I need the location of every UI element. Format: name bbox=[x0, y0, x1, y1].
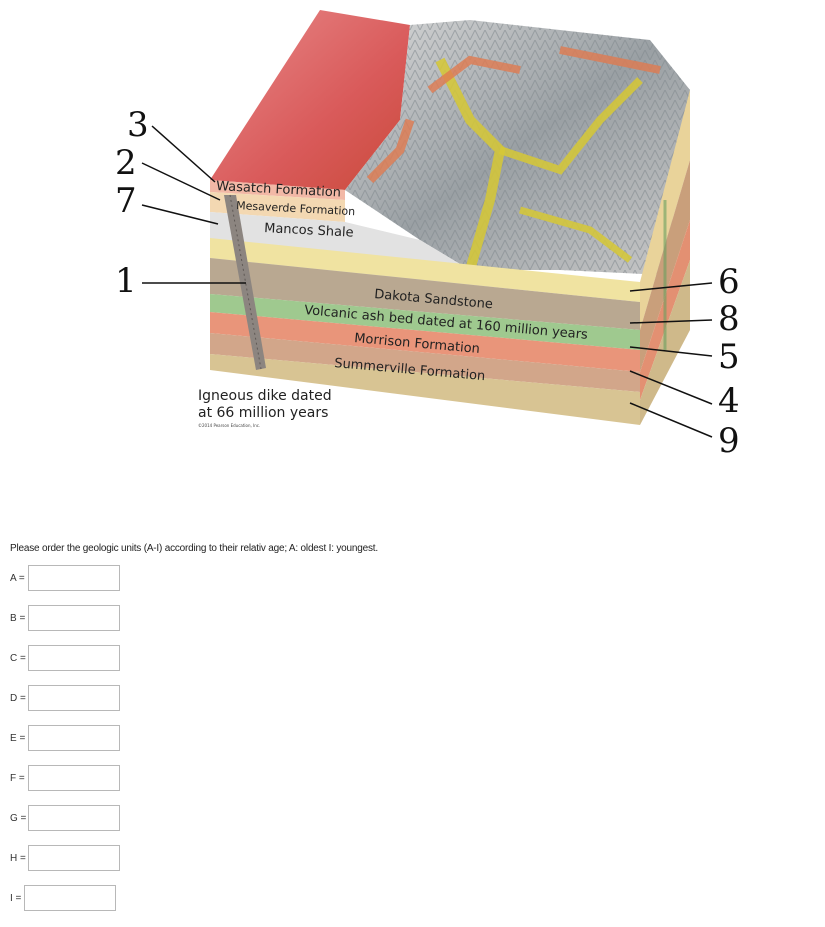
callout-2: 2 bbox=[115, 143, 137, 183]
question-prompt: Please order the geologic units (A-I) ac… bbox=[10, 543, 378, 554]
answer-label-c: C = bbox=[10, 652, 26, 664]
answer-row-a: A = bbox=[10, 565, 120, 591]
badlands-surface bbox=[345, 20, 690, 275]
answer-row-d: D = bbox=[10, 685, 120, 711]
answer-row-i: I = bbox=[10, 885, 116, 911]
copyright-text: ©2014 Pearson Education, Inc. bbox=[198, 423, 260, 428]
answer-row-h: H = bbox=[10, 845, 120, 871]
callout-9: 9 bbox=[718, 421, 740, 461]
label-mancos-shale: Mancos Shale bbox=[264, 221, 354, 241]
label-dike-line2: at 66 million years bbox=[198, 405, 328, 421]
answer-input-f[interactable] bbox=[28, 765, 120, 791]
answer-label-h: H = bbox=[10, 852, 26, 864]
answer-label-d: D = bbox=[10, 692, 26, 704]
answer-row-b: B = bbox=[10, 605, 120, 631]
answer-input-a[interactable] bbox=[28, 565, 120, 591]
callout-5: 5 bbox=[718, 337, 740, 377]
callout-6: 6 bbox=[718, 262, 740, 302]
label-dike-line1: Igneous dike dated bbox=[198, 388, 332, 404]
answer-input-c[interactable] bbox=[28, 645, 120, 671]
answer-label-e: E = bbox=[10, 732, 26, 744]
answer-label-b: B = bbox=[10, 612, 26, 624]
answer-input-b[interactable] bbox=[28, 605, 120, 631]
callout-1: 1 bbox=[115, 261, 137, 301]
answer-input-h[interactable] bbox=[28, 845, 120, 871]
answer-label-i: I = bbox=[10, 892, 22, 904]
answer-label-g: G = bbox=[10, 812, 27, 824]
side-face-layers bbox=[640, 90, 690, 425]
answer-input-i[interactable] bbox=[24, 885, 116, 911]
answer-label-a: A = bbox=[10, 572, 25, 584]
answer-row-e: E = bbox=[10, 725, 120, 751]
callout-4: 4 bbox=[718, 381, 740, 421]
label-wasatch-formation: Wasatch Formation bbox=[216, 179, 342, 201]
answer-input-d[interactable] bbox=[28, 685, 120, 711]
callout-3: 3 bbox=[127, 105, 149, 145]
left-callouts: 3 2 7 1 bbox=[115, 105, 246, 301]
answer-row-f: F = bbox=[10, 765, 120, 791]
label-mesaverde-formation: Mesaverde Formation bbox=[236, 199, 356, 218]
answer-label-f: F = bbox=[10, 772, 25, 784]
answer-row-g: G = bbox=[10, 805, 120, 831]
plateau-surface bbox=[210, 10, 410, 190]
callout-8: 8 bbox=[718, 299, 740, 339]
geology-block-diagram: Wasatch Formation Mesaverde Formation Ma… bbox=[115, 10, 740, 461]
answer-input-e[interactable] bbox=[28, 725, 120, 751]
answer-input-g[interactable] bbox=[28, 805, 120, 831]
answer-row-c: C = bbox=[10, 645, 120, 671]
front-face-layers bbox=[210, 180, 640, 425]
right-callouts: 6 8 5 4 9 bbox=[629, 262, 740, 461]
callout-7: 7 bbox=[115, 181, 137, 221]
